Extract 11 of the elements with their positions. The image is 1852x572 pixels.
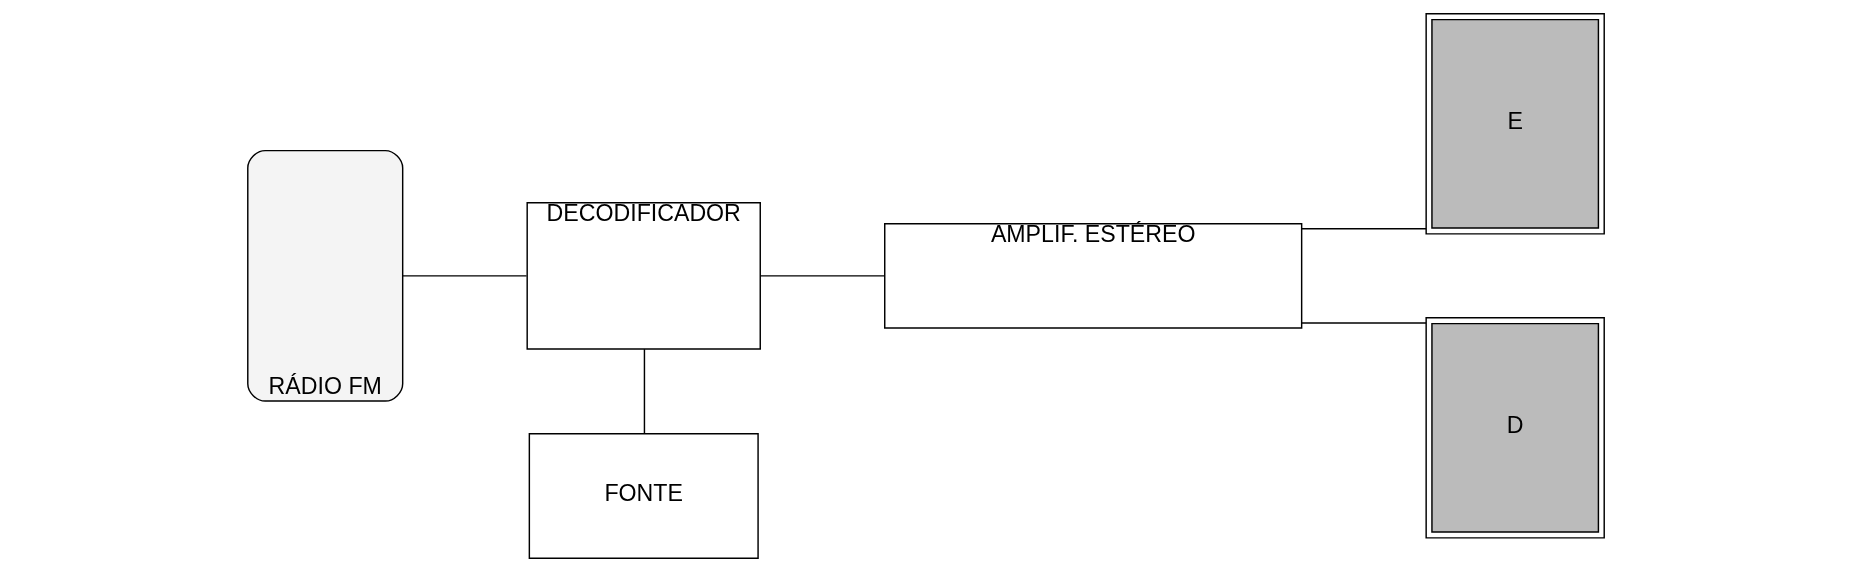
- connector: [1301, 322, 1427, 324]
- connector: [643, 348, 646, 434]
- connector: [1301, 228, 1427, 230]
- node-box: RÁDIO FM: [247, 149, 404, 402]
- node-box: D: [1425, 317, 1605, 539]
- node-box: AMPLIF. ESTÉREO: [884, 223, 1303, 329]
- connector: [402, 275, 528, 277]
- node-box: FONTE: [528, 432, 759, 559]
- node-box: DECODIFICADOR: [526, 202, 761, 350]
- node-box: E: [1425, 13, 1605, 235]
- connector: [759, 275, 886, 277]
